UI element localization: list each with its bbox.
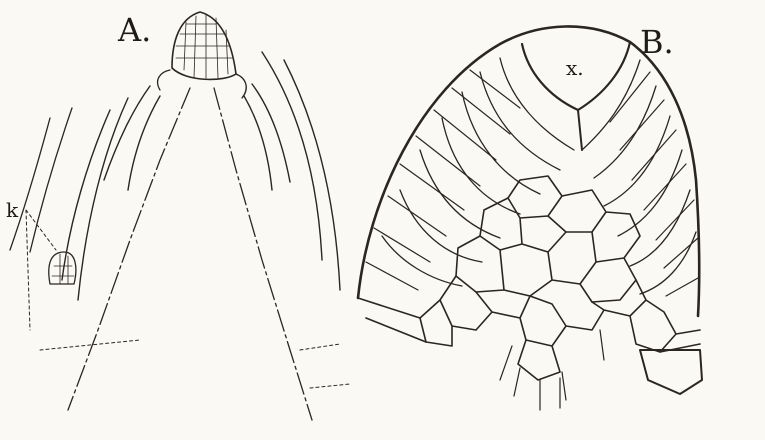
panel-a-drawing <box>10 12 350 420</box>
panel-b-drawing <box>358 26 702 410</box>
panel-a-apex <box>158 12 247 98</box>
panel-a-label: A. <box>118 14 151 46</box>
panel-b-label: B. <box>640 26 674 58</box>
apical-cell-label-x: x. <box>566 58 584 78</box>
bud-label-k: k <box>6 200 18 220</box>
